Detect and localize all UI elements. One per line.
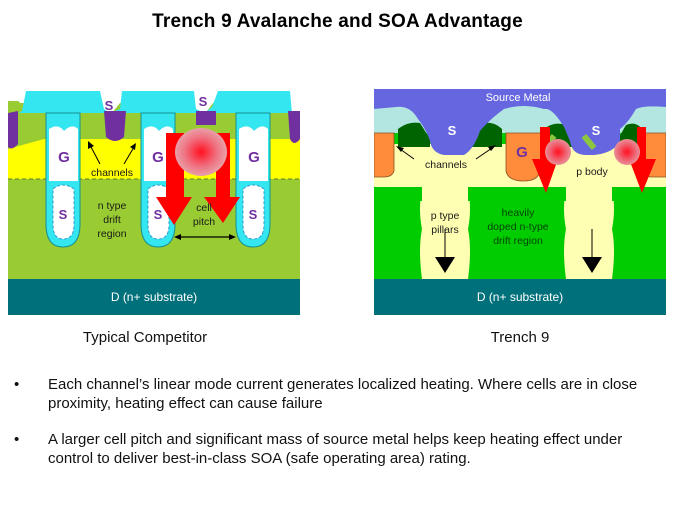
label-shield-2: S <box>154 207 163 222</box>
trench9-cross-section-diagram: Source Metal S S G channels p body p typ… <box>374 89 666 315</box>
label-gate-1: G <box>58 149 70 166</box>
label-drift-3: region <box>97 228 126 240</box>
trench-3 <box>235 112 271 248</box>
heat-arrow <box>204 133 240 223</box>
bullet-text: Each channel’s linear mode current gener… <box>48 376 638 412</box>
heat-spot <box>545 139 571 165</box>
label-pitch-2: pitch <box>193 216 215 228</box>
heat-arrow <box>629 127 656 193</box>
bullet-glyph: • <box>14 431 20 448</box>
bullet-item: • A larger cell pitch and significant ma… <box>10 430 670 468</box>
heat-spot <box>614 139 640 165</box>
label-shield-3: S <box>249 207 258 222</box>
heat-spot <box>175 128 227 176</box>
label-gate-2: G <box>152 149 164 166</box>
label-pillars-2: pillars <box>431 224 458 236</box>
label-drift-3: drift region <box>493 235 543 247</box>
label-source-metal: Source Metal <box>486 92 551 104</box>
source-implant <box>104 111 126 141</box>
n-plus-region <box>398 122 430 147</box>
bullet-glyph: • <box>14 376 20 393</box>
source-metal <box>374 89 666 155</box>
label-substrate: D (n+ substrate) <box>111 290 197 304</box>
label-drift-2: doped n-type <box>487 221 548 233</box>
gate-trench <box>374 132 395 178</box>
label-channels: channels <box>425 159 467 171</box>
trench-1 <box>45 112 81 248</box>
label-pitch-1: cell <box>196 202 212 214</box>
heat-arrow <box>532 127 558 193</box>
label-source-top-2: S <box>199 94 208 109</box>
label-drift-2: drift <box>103 214 121 226</box>
source-implant <box>8 111 18 149</box>
label-shield-1: S <box>59 207 68 222</box>
label-p-body: p body <box>576 166 608 178</box>
label-source-top-1: S <box>105 98 114 113</box>
caption-trench-9: Trench 9 <box>490 329 550 346</box>
label-source-2: S <box>592 123 601 138</box>
label-pillars-1: p type <box>431 210 460 222</box>
p-pillar <box>564 189 614 279</box>
bullet-item: • Each channel’s linear mode current gen… <box>10 375 670 413</box>
drain-substrate <box>374 279 666 315</box>
label-substrate: D (n+ substrate) <box>477 290 563 304</box>
caption-typical-competitor: Typical Competitor <box>82 329 208 346</box>
label-drift-1: n type <box>98 200 127 212</box>
bullet-list: • Each channel’s linear mode current gen… <box>10 375 670 485</box>
label-gate-3: G <box>248 149 260 166</box>
label-drift-1: heavily <box>502 207 535 219</box>
drain-substrate <box>8 279 300 315</box>
bullet-text: A larger cell pitch and significant mass… <box>48 431 623 467</box>
source-implant <box>196 111 216 125</box>
source-implant <box>288 111 300 143</box>
label-gate: G <box>516 144 528 161</box>
slide-title: Trench 9 Avalanche and SOA Advantage <box>152 11 523 32</box>
competitor-cross-section-diagram: S S G G G S S S channels n type drift re… <box>8 89 300 315</box>
gate-contact <box>581 133 597 151</box>
label-source-1: S <box>448 123 457 138</box>
label-channels: channels <box>91 167 133 179</box>
